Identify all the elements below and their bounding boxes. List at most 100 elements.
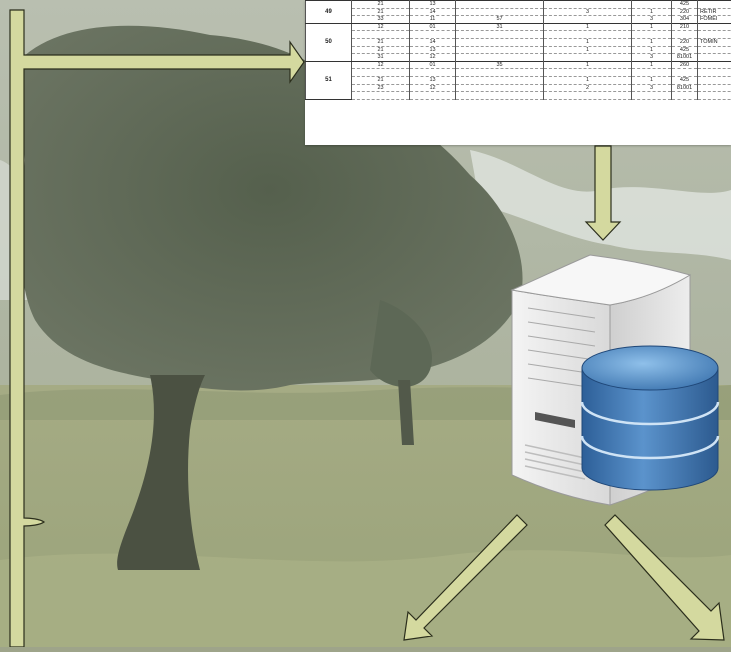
table-cell: 12	[410, 84, 456, 92]
table-cell: 81001	[672, 54, 698, 62]
table-cell: 81001	[672, 84, 698, 92]
table-cell	[456, 31, 544, 39]
table-cell: 21	[352, 1, 410, 9]
note-cell	[698, 54, 731, 62]
table-cell: 1	[544, 46, 632, 54]
group-id-cell: 49	[306, 1, 352, 24]
table-cell: 3	[632, 84, 672, 92]
table-cell: 14	[410, 38, 456, 46]
table-cell: 12	[410, 54, 456, 62]
table-cell: 1	[632, 76, 672, 84]
table-cell	[410, 92, 456, 100]
table-cell: 11	[410, 16, 456, 24]
table-cell: 31	[456, 23, 544, 31]
table-cell: 1	[544, 61, 632, 69]
table-cell: 1	[632, 38, 672, 46]
table-cell: 13	[410, 1, 456, 9]
table-cell	[632, 92, 672, 100]
note-cell	[698, 76, 731, 84]
table-cell: 220	[672, 38, 698, 46]
table-cell	[456, 1, 544, 9]
table-cell: 21	[352, 46, 410, 54]
note-cell: TOMIN	[698, 38, 731, 46]
table-cell: 1	[632, 8, 672, 16]
table-cell	[544, 16, 632, 24]
table-cell	[410, 31, 456, 39]
table-cell	[544, 92, 632, 100]
table-cell: 12	[352, 61, 410, 69]
note-cell	[698, 84, 731, 92]
table-cell	[544, 31, 632, 39]
table-cell: 13	[410, 46, 456, 54]
note-cell	[698, 61, 731, 69]
group-id-cell: 51	[306, 61, 352, 99]
table-cell	[456, 92, 544, 100]
table-cell: 304	[672, 16, 698, 24]
table-cell: 3	[632, 16, 672, 24]
table-cell	[672, 69, 698, 77]
table-cell	[456, 69, 544, 77]
table-cell: 1	[632, 46, 672, 54]
table-cell: 01	[410, 61, 456, 69]
table-cell	[672, 92, 698, 100]
table-cell: 1	[544, 76, 632, 84]
table-cell: 01	[410, 23, 456, 31]
table-cell	[544, 69, 632, 77]
table-cell	[456, 8, 544, 16]
table-cell: 3	[544, 8, 632, 16]
table-cell: 33	[352, 16, 410, 24]
table-cell: 12	[352, 23, 410, 31]
table-row	[306, 92, 731, 100]
note-cell: FOMEI	[698, 16, 731, 24]
database-cylinder-icon	[582, 346, 718, 490]
table-cell	[352, 69, 410, 77]
table-cell	[456, 38, 544, 46]
table-cell	[456, 84, 544, 92]
table-cell	[632, 31, 672, 39]
table-cell: 21	[352, 8, 410, 16]
table-cell: 260	[672, 61, 698, 69]
table-cell: 21	[352, 76, 410, 84]
table-cell: 1	[632, 23, 672, 31]
table-cell	[632, 69, 672, 77]
table-cell: 425	[672, 46, 698, 54]
table-row	[306, 31, 731, 39]
table-cell: 14	[410, 8, 456, 16]
table-cell: 1	[544, 23, 632, 31]
table-cell: 2	[544, 84, 632, 92]
note-cell	[698, 23, 731, 31]
table-cell: 220	[672, 8, 698, 16]
table-cell: 21	[352, 38, 410, 46]
table-cell: 3	[632, 54, 672, 62]
table-cell	[544, 1, 632, 9]
table-cell	[352, 31, 410, 39]
note-cell	[698, 31, 731, 39]
note-cell: RETIR	[698, 8, 731, 16]
note-cell	[698, 46, 731, 54]
table-cell	[672, 31, 698, 39]
group-id-cell: 50	[306, 23, 352, 61]
note-cell	[698, 69, 731, 77]
table-cell	[456, 54, 544, 62]
table-cell: 1	[632, 61, 672, 69]
table-cell	[456, 46, 544, 54]
table-cell	[410, 69, 456, 77]
table-cell	[456, 76, 544, 84]
note-cell	[698, 92, 731, 100]
note-cell	[698, 1, 731, 9]
table-cell: 1	[544, 38, 632, 46]
table-cell: 23	[352, 84, 410, 92]
table-cell: 210	[672, 23, 698, 31]
